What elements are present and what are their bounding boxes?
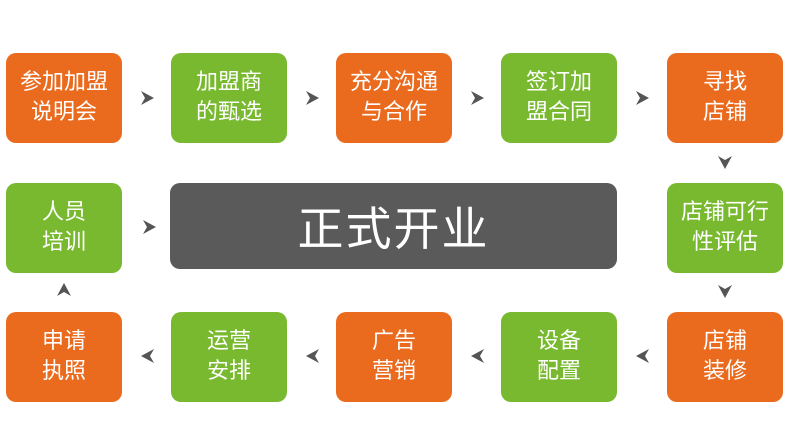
step-8-line-2: 配置 — [536, 359, 581, 384]
arrow-left-icon — [468, 346, 488, 366]
arrow-left-icon — [138, 346, 158, 366]
step-3-line-1: 充分沟通 — [349, 70, 438, 95]
step-box-7: 店铺 装修 — [667, 312, 783, 402]
arrow-right-icon — [302, 88, 322, 108]
step-10-line-2: 安排 — [206, 359, 251, 384]
step-box-2: 加盟商 的甄选 — [171, 53, 287, 143]
step-box-8: 设备 配置 — [501, 312, 617, 402]
grand-opening-label: 正式开业 — [297, 202, 490, 256]
step-box-3: 充分沟通 与合作 — [336, 53, 452, 143]
step-box-6: 店铺可行 性评估 — [667, 183, 783, 273]
step-6-line-2: 性评估 — [691, 230, 758, 255]
arrow-right-icon — [139, 217, 159, 237]
step-5-line-2: 店铺 — [702, 100, 747, 125]
step-9-line-2: 营销 — [371, 359, 416, 384]
step-1-line-2: 说明会 — [30, 100, 97, 125]
step-box-5: 寻找 店铺 — [667, 53, 783, 143]
step-box-1: 参加加盟 说明会 — [6, 53, 122, 143]
step-1-line-1: 参加加盟 — [19, 70, 108, 95]
step-9-line-1: 广告 — [371, 329, 416, 354]
step-4-line-1: 签订加 — [525, 70, 592, 95]
step-box-10: 运营 安排 — [171, 312, 287, 402]
step-box-4: 签订加 盟合同 — [501, 53, 617, 143]
step-12-line-1: 人员 — [41, 200, 86, 225]
step-10-line-1: 运营 — [206, 329, 251, 354]
step-box-9: 广告 营销 — [336, 312, 452, 402]
arrow-up-icon — [54, 280, 74, 300]
step-11-line-2: 执照 — [41, 359, 86, 384]
step-11-line-1: 申请 — [41, 329, 86, 354]
step-6-line-1: 店铺可行 — [680, 200, 769, 225]
arrow-right-icon — [137, 88, 157, 108]
step-5-line-1: 寻找 — [702, 70, 747, 95]
arrow-down-icon — [715, 152, 735, 172]
step-7-line-1: 店铺 — [702, 329, 747, 354]
arrow-left-icon — [633, 346, 653, 366]
step-8-line-1: 设备 — [536, 329, 581, 354]
step-2-line-2: 的甄选 — [195, 100, 262, 125]
step-7-line-2: 装修 — [702, 359, 747, 384]
step-box-11: 申请 执照 — [6, 312, 122, 402]
arrow-left-icon — [303, 346, 323, 366]
grand-opening-box: 正式开业 — [170, 183, 617, 269]
step-4-line-2: 盟合同 — [525, 100, 592, 125]
step-2-line-1: 加盟商 — [195, 70, 262, 95]
arrow-right-icon — [632, 88, 652, 108]
arrow-right-icon — [467, 88, 487, 108]
arrow-down-icon — [715, 281, 735, 301]
step-3-line-2: 与合作 — [360, 100, 427, 125]
step-box-12: 人员 培训 — [6, 183, 122, 273]
step-12-line-2: 培训 — [41, 230, 86, 255]
